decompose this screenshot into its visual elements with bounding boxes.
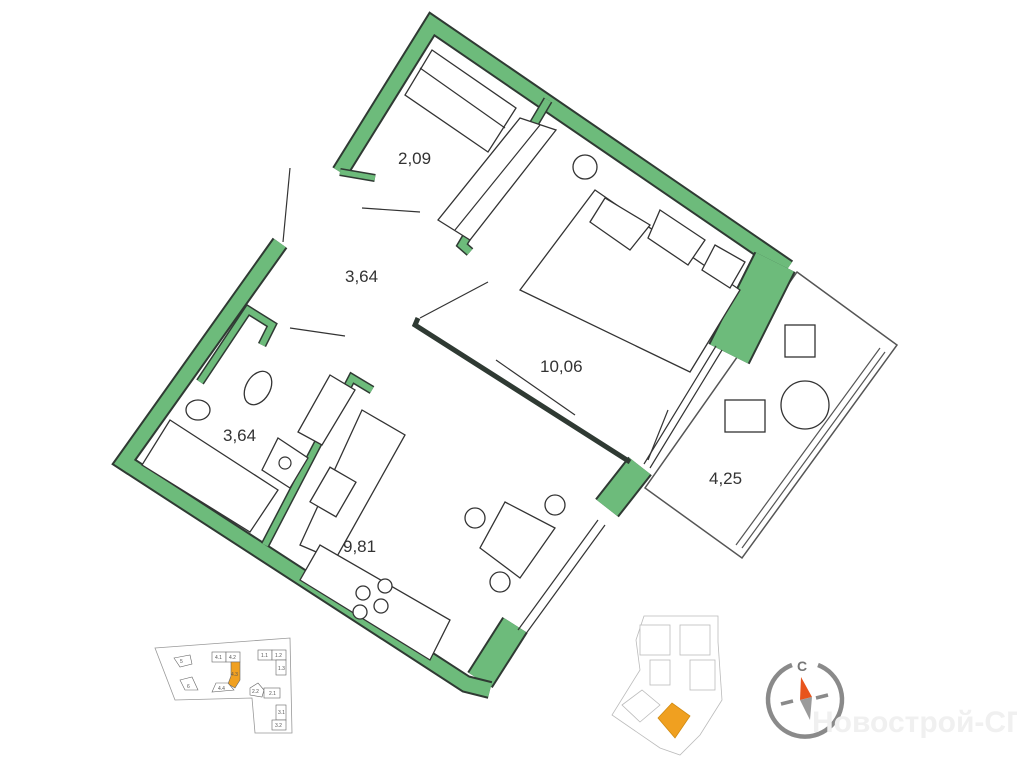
balcony-furniture xyxy=(724,324,830,433)
site-section-4-3: 4.3 xyxy=(231,672,238,678)
site-section-1-2: 1.2 xyxy=(275,653,282,659)
wardrobe xyxy=(404,49,558,241)
balcony-outline xyxy=(643,270,899,560)
bathroom-furniture xyxy=(141,370,356,533)
site-map: 5 6 4.1 4.2 4.3 4.4 1.1 1.2 1.3 2.2 2.1 … xyxy=(154,637,293,734)
site-section-4-4: 4.4 xyxy=(218,686,225,692)
site-section-4-1: 4.1 xyxy=(215,655,222,661)
site-section-1-3: 1.3 xyxy=(278,666,285,672)
site-section-6: 6 xyxy=(187,684,190,690)
room-area-balcony: 4,25 xyxy=(709,469,742,488)
doors xyxy=(282,167,669,461)
site-section-3-2: 3.2 xyxy=(275,723,282,729)
site-section-5: 5 xyxy=(180,659,183,665)
building-floor-key xyxy=(611,615,723,756)
kitchen-furniture xyxy=(299,409,566,661)
room-area-kitchen: 9,81 xyxy=(343,537,376,556)
compass-north-label: С xyxy=(797,658,807,674)
room-area-storage: 2,09 xyxy=(398,149,431,168)
room-area-bathroom: 3,64 xyxy=(223,426,256,445)
site-section-2-1: 2.1 xyxy=(269,691,276,697)
site-section-1-1: 1.1 xyxy=(261,653,268,659)
bed xyxy=(519,154,746,373)
watermark: Новострой-СПб xyxy=(812,706,1017,739)
site-section-3-1: 3.1 xyxy=(278,710,285,716)
room-area-bedroom: 10,06 xyxy=(540,357,583,376)
site-section-2-2: 2.2 xyxy=(252,689,259,695)
room-area-hallway: 3,64 xyxy=(345,267,378,286)
site-section-4-2: 4.2 xyxy=(229,655,236,661)
compass-icon: С xyxy=(765,658,845,739)
walls xyxy=(111,11,796,699)
